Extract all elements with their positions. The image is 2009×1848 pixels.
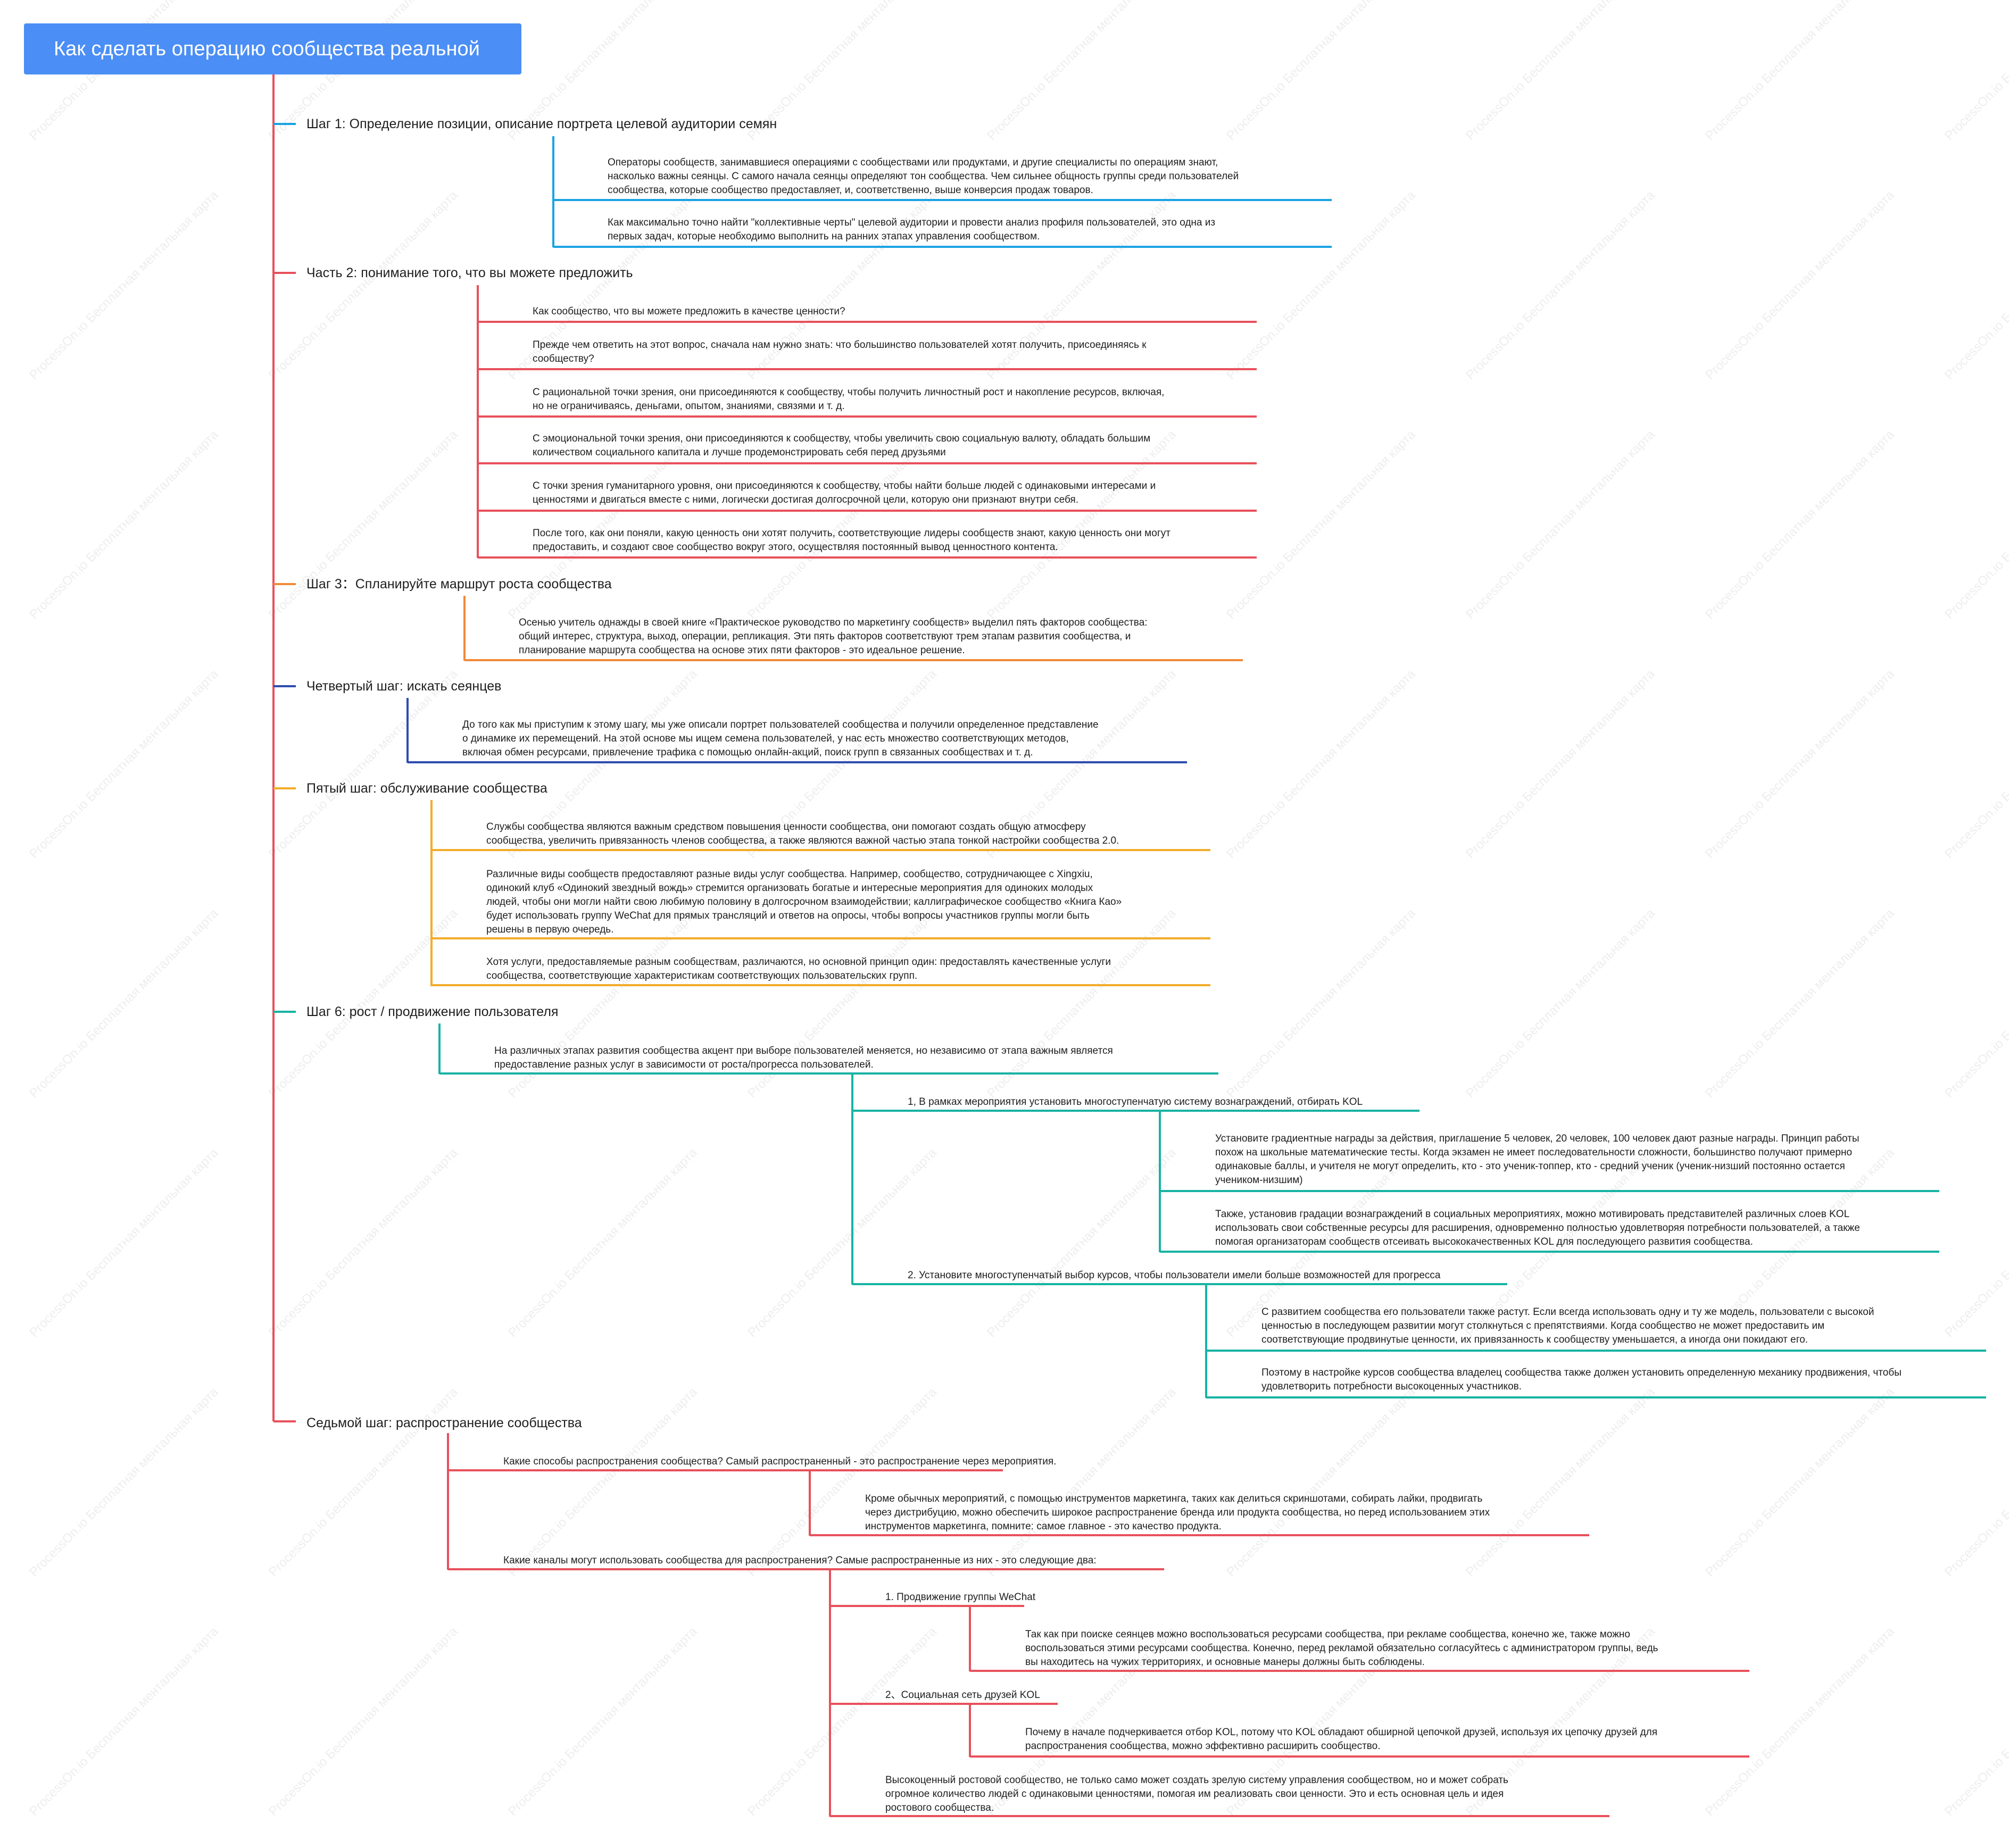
step-6-branch-2-item-2[interactable]: Поэтому в настройке курсов сообщества вл… [1261,1367,1902,1392]
step-2-title[interactable]: Часть 2: понимание того, что вы можете п… [306,265,633,280]
step-4-title[interactable]: Четвертый шаг: искать сеянцев [306,679,502,694]
step-7-channel-2-item[interactable]: Почему в начале подчеркивается отбор KOL… [1025,1727,1658,1752]
step-6-branch-1-item-1[interactable]: Установите градиентные награды за действ… [1215,1133,1859,1186]
step-2-item-3[interactable]: С рациональной точки зрения, они присоед… [533,387,1165,412]
step-7-question-2[interactable]: Какие каналы могут использовать сообщест… [503,1555,1097,1566]
step-7-channel-1-title[interactable]: 1. Продвижение группы WeChat [885,1592,1036,1603]
step-5-item-3[interactable]: Хотя услуги, предоставляемые разным сооб… [486,956,1111,981]
root-topic[interactable]: Как сделать операцию сообщества реальной [24,23,521,74]
step-4-item-1[interactable]: До того как мы приступим к этому шагу, м… [462,719,1099,758]
step-6-title[interactable]: Шаг 6: рост / продвижение пользователя [306,1004,559,1019]
step-7-channel-1-item[interactable]: Так как при поиске сеянцев можно восполь… [1025,1629,1658,1668]
step-2-item-2[interactable]: Прежде чем ответить на этот вопрос, снач… [533,339,1147,364]
step-1-item-1[interactable]: Операторы сообществ, занимавшиеся операц… [608,157,1239,196]
step-2-item-5[interactable]: С точки зрения гуманитарного уровня, они… [533,480,1156,505]
step-7-title[interactable]: Седьмой шаг: распространение сообщества [306,1416,582,1430]
step-1-title[interactable]: Шаг 1: Определение позиции, описание пор… [306,116,777,131]
step-6-branch-2-title[interactable]: 2. Установите многоступенчатый выбор кур… [908,1270,1441,1281]
step-2-item-4[interactable]: С эмоциональной точки зрения, они присое… [533,433,1151,458]
step-3-title[interactable]: Шаг 3：Спланируйте маршрут роста сообщест… [306,577,612,592]
step-6-intro[interactable]: На различных этапах развития сообщества … [494,1045,1113,1070]
step-1-item-2[interactable]: Как максимально точно найти "коллективны… [608,217,1216,242]
step-7-channel-2-title[interactable]: 2、Социальная сеть друзей KOL [885,1689,1040,1701]
step-3-item-1[interactable]: Осенью учитель однажды в своей книге «Пр… [519,617,1148,656]
step-5-title[interactable]: Пятый шаг: обслуживание сообщества [306,781,547,796]
step-6-branch-2-item-1[interactable]: С развитием сообщества его пользователи … [1261,1306,1874,1345]
step-6-branch-1-title[interactable]: 1, В рамках мероприятия установить много… [908,1096,1363,1108]
step-2-item-6[interactable]: После того, как они поняли, какую ценнос… [533,528,1170,553]
step-7-question-1-item[interactable]: Кроме обычных мероприятий, с помощью инс… [865,1493,1490,1532]
step-2-item-1[interactable]: Как сообщество, что вы можете предложить… [533,306,845,317]
step-6-branch-1-item-2[interactable]: Также, установив градации вознаграждений… [1215,1209,1860,1247]
step-5-item-1[interactable]: Службы сообщества являются важным средст… [486,821,1119,846]
step-7-question-1[interactable]: Какие способы распространения сообщества… [503,1456,1057,1467]
step-7-conclusion[interactable]: Высокоценный ростовой сообщество, не тол… [885,1775,1508,1813]
step-5-item-2[interactable]: Различные виды сообществ предоставляют р… [486,869,1122,935]
